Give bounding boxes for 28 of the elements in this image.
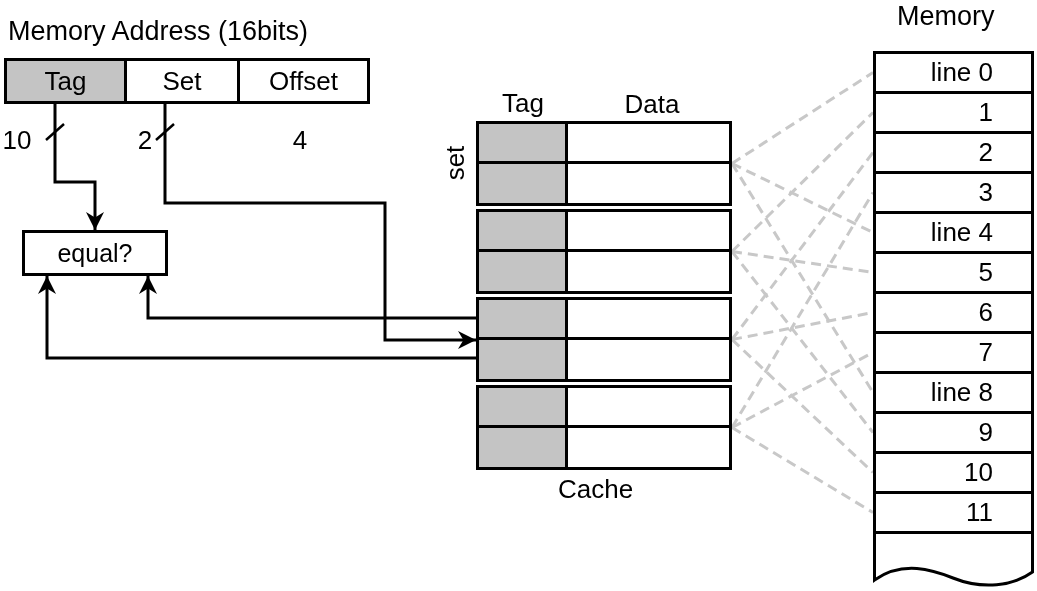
heading-text: Memory (897, 3, 995, 30)
connector-line (730, 191, 875, 429)
column-label: 4 (292, 127, 308, 153)
arrow (163, 104, 476, 349)
cache-set (476, 121, 732, 206)
cache-set (476, 209, 732, 294)
address-field: Tag (4, 58, 127, 104)
caption-text: Cache (558, 476, 634, 502)
connector-line (730, 111, 875, 253)
connector-line (730, 162, 875, 394)
heading-text: Memory Address (16bits) (8, 18, 309, 45)
axis-label: set (442, 145, 468, 181)
cache-set (476, 385, 732, 470)
column-label: Data (624, 91, 680, 117)
address-field: Offset (237, 58, 370, 104)
arrow (38, 276, 476, 360)
address-field: Set (124, 58, 240, 104)
column-label: Tag (502, 90, 544, 116)
connector-line (730, 250, 875, 434)
connector-line (731, 162, 874, 234)
connector-line (731, 426, 874, 514)
arrow (53, 104, 104, 230)
comparator-box: equal? (22, 230, 168, 276)
connector-line (731, 71, 874, 165)
cache-set (476, 297, 732, 382)
connector-line (730, 151, 875, 341)
connector-line (730, 338, 875, 474)
arrow (139, 276, 476, 320)
